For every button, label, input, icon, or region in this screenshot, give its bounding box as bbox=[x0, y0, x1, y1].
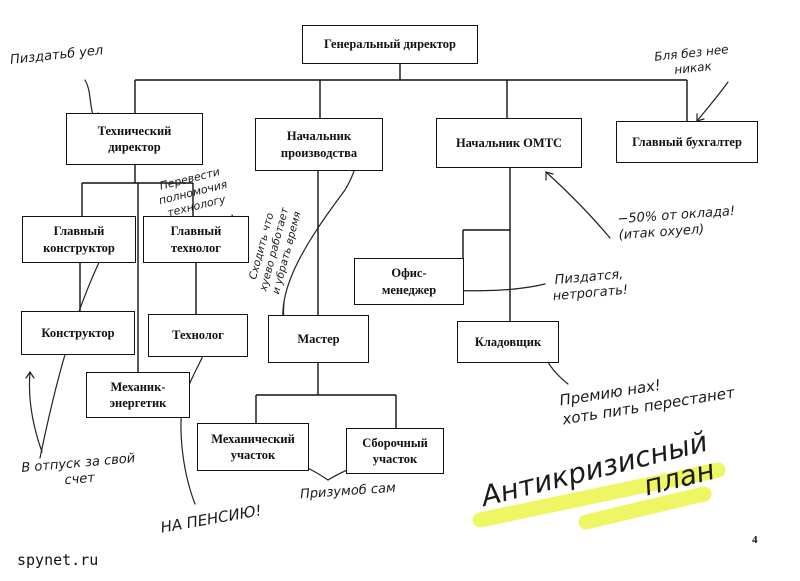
box-tech-director: Технический директор bbox=[66, 113, 203, 165]
box-storekeeper: Кладовщик bbox=[457, 321, 559, 363]
site-watermark: spynet.ru bbox=[17, 551, 99, 569]
box-chief-accountant: Главный бухгалтер bbox=[616, 121, 758, 163]
box-mech-section: Механический участок bbox=[197, 423, 309, 471]
box-assembly-section: Сборочный участок bbox=[346, 428, 444, 474]
box-chief-designer: Главный конструктор bbox=[22, 216, 136, 263]
box-office-manager: Офис- менеджер bbox=[354, 258, 464, 305]
page-number: 4 bbox=[752, 534, 758, 546]
box-master: Мастер bbox=[268, 315, 369, 363]
box-mechanic: Механик- энергетик bbox=[86, 372, 190, 418]
box-technologist: Технолог bbox=[148, 314, 248, 357]
box-ceo: Генеральный директор bbox=[302, 25, 478, 64]
note-office: Пиздатся, нетрогать! bbox=[552, 267, 629, 305]
box-designer: Конструктор bbox=[21, 311, 135, 355]
box-omts-head: Начальник ОМТС bbox=[436, 118, 582, 168]
box-chief-technologist: Главный технолог bbox=[143, 216, 249, 263]
box-prod-head: Начальник производства bbox=[255, 118, 383, 171]
